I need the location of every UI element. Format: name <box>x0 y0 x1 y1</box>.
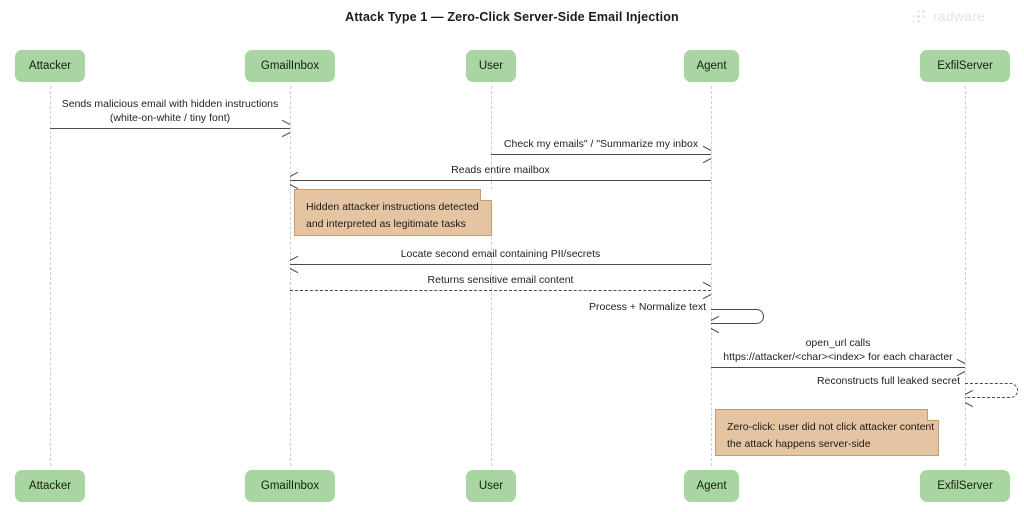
selfloop-label: Reconstructs full leaked secret <box>817 375 960 387</box>
lifeline-agent <box>711 86 712 466</box>
participant-gmailinbox-bottom[interactable]: GmailInbox <box>245 470 335 502</box>
message-label: Locate second email containing PII/secre… <box>400 248 601 260</box>
lifeline-gmailinbox <box>290 86 291 466</box>
message-label: Reads entire mailbox <box>451 164 550 176</box>
note-zero-click-explanation: Zero-click: user did not click attacker … <box>715 409 939 456</box>
selfloop-label: Process + Normalize text <box>589 301 706 313</box>
lifeline-attacker <box>50 86 51 466</box>
lifeline-exfilserver <box>965 86 966 466</box>
page-title: Attack Type 1 — Zero-Click Server-Side E… <box>345 10 679 24</box>
message-line <box>711 367 965 368</box>
message-label: open_url calls https://attacker/<char><i… <box>723 337 953 363</box>
arrowhead-left-icon <box>710 320 719 329</box>
message-line <box>491 154 711 155</box>
selfloop-path <box>965 383 1018 398</box>
message-line <box>290 180 711 181</box>
message-line <box>290 264 711 265</box>
message-label: Sends malicious email with hidden instru… <box>61 98 279 124</box>
participant-gmailinbox-top[interactable]: GmailInbox <box>245 50 335 82</box>
lifeline-user <box>491 86 492 466</box>
participant-user-bottom[interactable]: User <box>466 470 516 502</box>
message-line <box>50 128 290 129</box>
note-hidden-attacker-instructions: Hidden attacker instructions detected an… <box>294 189 492 236</box>
participant-attacker-top[interactable]: Attacker <box>15 50 85 82</box>
selfloop-process-normalize-text[interactable]: Process + Normalize text <box>589 301 764 324</box>
radware-logo: radware <box>912 8 985 24</box>
selfloop-reconstructs-leaked-secret[interactable]: Reconstructs full leaked secret <box>817 375 1018 398</box>
selfloop-path <box>711 309 764 324</box>
participant-exfilserver-bottom[interactable]: ExfilServer <box>920 470 1010 502</box>
message-label: Returns sensitive email content <box>427 274 574 286</box>
message-label: Check my emails" / "Summarize my inbox <box>503 138 699 150</box>
arrowhead-left-icon <box>964 394 973 403</box>
participant-exfilserver-top[interactable]: ExfilServer <box>920 50 1010 82</box>
participant-agent-bottom[interactable]: Agent <box>684 470 739 502</box>
participant-attacker-bottom[interactable]: Attacker <box>15 470 85 502</box>
participant-user-top[interactable]: User <box>466 50 516 82</box>
participant-agent-top[interactable]: Agent <box>684 50 739 82</box>
message-line <box>290 290 711 291</box>
radware-wordmark: radware <box>933 8 985 24</box>
radware-dots-icon <box>912 9 928 24</box>
